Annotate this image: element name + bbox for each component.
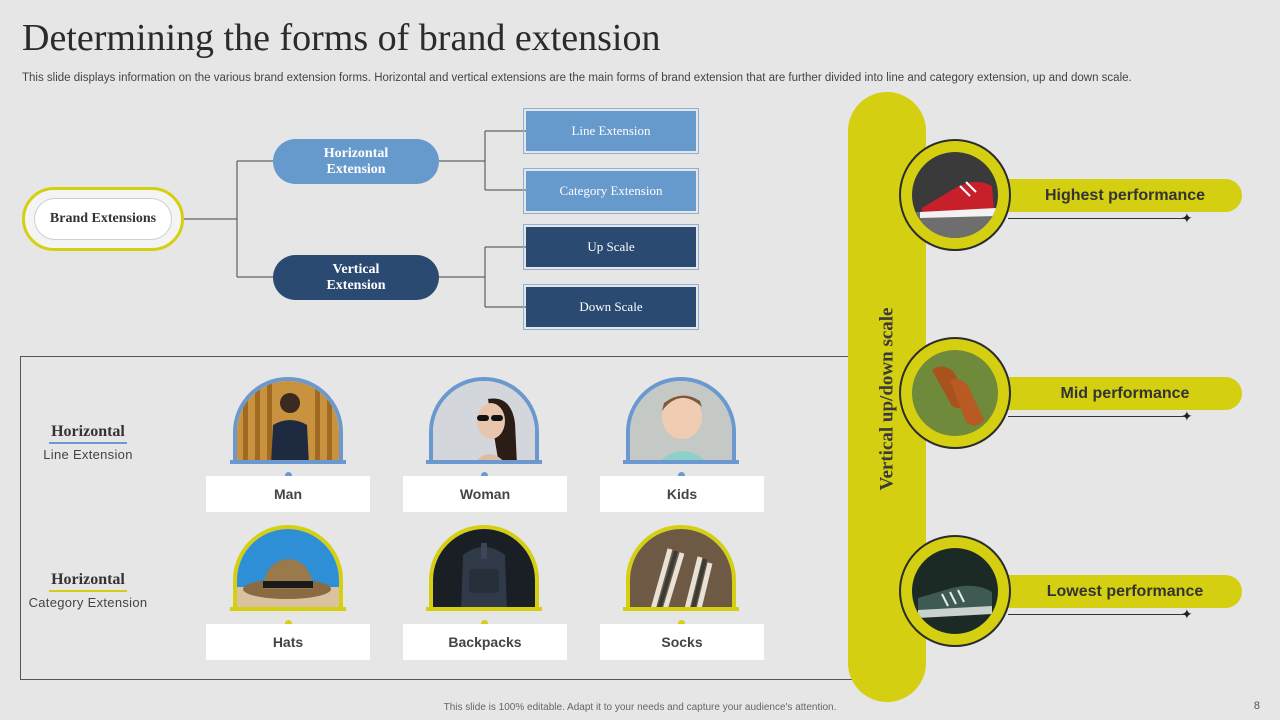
sneaker-dark-photo <box>912 548 998 634</box>
page-number: 8 <box>1253 700 1260 712</box>
mid-performance-pill: Mid performance <box>1008 377 1242 410</box>
bullet-dot <box>285 620 292 627</box>
shoe-ring <box>899 535 1011 647</box>
backpack-photo <box>429 525 539 609</box>
item-man: Man <box>206 476 370 512</box>
kid-photo <box>626 377 736 461</box>
oxford-shoe-photo <box>912 350 998 436</box>
photo-base <box>230 607 346 611</box>
item-socks: Socks <box>600 624 764 660</box>
bullet-dot <box>285 472 292 479</box>
footer-note: This slide is 100% editable. Adapt it to… <box>443 702 837 713</box>
row-title: Horizontal <box>49 423 127 444</box>
bullet-dot <box>481 472 488 479</box>
line-extension-node: Line Extension <box>523 108 699 154</box>
up-scale-node: Up Scale <box>523 224 699 270</box>
photo-base <box>623 460 739 464</box>
bullet-dot <box>678 620 685 627</box>
tree-connectors <box>184 130 526 308</box>
divider-line <box>1008 218 1188 219</box>
hat-photo <box>233 525 343 609</box>
row-subtitle: Line Extension <box>43 447 133 462</box>
photo-base <box>230 460 346 464</box>
row-subtitle: Category Extension <box>28 595 148 610</box>
photo-base <box>426 607 542 611</box>
sneaker-photo <box>912 152 998 238</box>
shoe-ring <box>899 139 1011 251</box>
brand-extensions-node: Brand Extensions <box>22 187 184 251</box>
photo-base <box>426 460 542 464</box>
highest-performance-pill: Highest performance <box>1008 179 1242 212</box>
vertical-extension-node: Vertical Extension <box>273 255 439 300</box>
row-title: Horizontal <box>49 571 127 592</box>
brand-extensions-label: Brand Extensions <box>34 198 172 240</box>
man-photo <box>233 377 343 461</box>
sparkle-icon: ✦ <box>1181 210 1193 226</box>
item-kids: Kids <box>600 476 764 512</box>
shoe-ring <box>899 337 1011 449</box>
page-title: Determining the forms of brand extension <box>22 17 661 59</box>
down-scale-node: Down Scale <box>523 284 699 330</box>
socks-photo <box>626 525 736 609</box>
photo-base <box>623 607 739 611</box>
item-backpacks: Backpacks <box>403 624 567 660</box>
divider-line <box>1008 614 1188 615</box>
sparkle-icon: ✦ <box>1181 408 1193 424</box>
bullet-dot <box>678 472 685 479</box>
item-hats: Hats <box>206 624 370 660</box>
woman-photo <box>429 377 539 461</box>
lowest-performance-pill: Lowest performance <box>1008 575 1242 608</box>
bullet-dot <box>481 620 488 627</box>
horizontal-extension-node: Horizontal Extension <box>273 139 439 184</box>
row-label-category-extension: Horizontal Category Extension <box>23 571 153 610</box>
sparkle-icon: ✦ <box>1181 606 1193 622</box>
item-woman: Woman <box>403 476 567 512</box>
page-subtitle: This slide displays information on the v… <box>22 72 1132 84</box>
category-extension-node: Category Extension <box>523 168 699 214</box>
vertical-scale-label: Vertical up/down scale <box>876 307 897 491</box>
row-label-line-extension: Horizontal Line Extension <box>23 423 153 462</box>
divider-line <box>1008 416 1188 417</box>
